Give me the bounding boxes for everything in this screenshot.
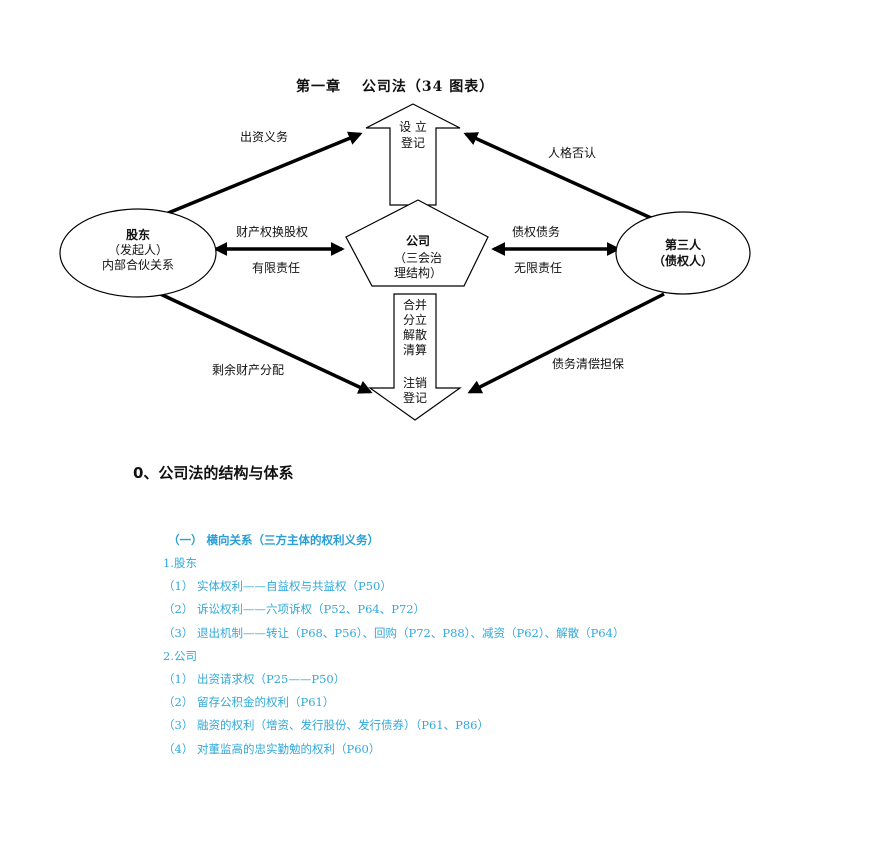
thirdparty-name: 第三人 <box>664 238 701 252</box>
dissolution-line2: 分立 <box>402 313 427 327</box>
outline-item: （1） 实体权利——自益权与共益权（P50） <box>163 579 392 593</box>
dissolution-line1: 合并 <box>402 298 427 312</box>
label-unlimited-liability: 无限责任 <box>514 261 563 275</box>
shareholder-name: 股东 <box>125 228 150 242</box>
company-name: 公司 <box>405 234 430 248</box>
dissolution-line6: 登记 <box>402 391 427 405</box>
arrow-thirdparty-to-setup <box>463 132 661 224</box>
thirdparty-sub: （债权人） <box>652 254 713 268</box>
arrow-shareholder-to-dissolution <box>155 290 373 394</box>
dissolution-line3: 解散 <box>402 328 427 342</box>
outline-item: （2） 留存公积金的权利（P61） <box>163 695 335 709</box>
dissolution-line5: 注销 <box>402 376 427 390</box>
shareholder-sub: （发起人） <box>107 243 168 257</box>
setup-block-arrow <box>365 103 461 206</box>
outline-item: （3） 融资的权利（增资、发行股份、发行债券）（P61、P86） <box>163 718 489 732</box>
outline-section-2: 2.公司 <box>163 649 197 663</box>
dissolution-block-arrow <box>368 293 462 421</box>
label-limited-liability: 有限责任 <box>252 261 301 275</box>
setup-line1: 设 立 <box>399 120 427 134</box>
arrow-shareholder-to-setup <box>155 131 363 220</box>
company-pentagon <box>345 199 489 287</box>
page-title: 第一章 公司法（34 图表） <box>296 79 495 95</box>
outline-item: （1） 出资请求权（P25——P50） <box>163 672 346 686</box>
outline-item: （2） 诉讼权利——六项诉权（P52、P64、P72） <box>163 602 426 616</box>
outline-item: （3） 退出机制——转让（P68、P56）、回购（P72、P88）、减资（P62… <box>163 626 625 640</box>
outline-item: （4） 对董监高的忠实勤勉的权利（P60） <box>163 742 381 756</box>
company-sub2: 理结构） <box>393 266 442 280</box>
section-heading: 0、公司法的结构与体系 <box>133 464 294 482</box>
label-debt-settlement: 债务清偿担保 <box>552 357 625 371</box>
shareholder-circle <box>59 208 217 298</box>
outline-subheading: （一） 横向关系（三方主体的权利义务） <box>168 533 380 547</box>
setup-line2: 登记 <box>400 136 425 150</box>
label-property-exchange: 财产权换股权 <box>236 225 309 239</box>
label-creditor-debt: 债权债务 <box>512 225 561 239</box>
label-residual-distribution: 剩余财产分配 <box>212 363 285 377</box>
thirdparty-circle <box>615 211 751 295</box>
outline-section-1: 1.股东 <box>163 556 197 570</box>
label-capital-duty: 出资义务 <box>240 130 289 144</box>
label-piercing: 人格否认 <box>548 146 597 160</box>
arrow-thirdparty-to-dissolution <box>467 292 665 394</box>
dissolution-line4: 清算 <box>402 343 427 357</box>
shareholder-sub2: 内部合伙关系 <box>101 258 174 272</box>
company-sub: （三会治 <box>393 251 442 265</box>
